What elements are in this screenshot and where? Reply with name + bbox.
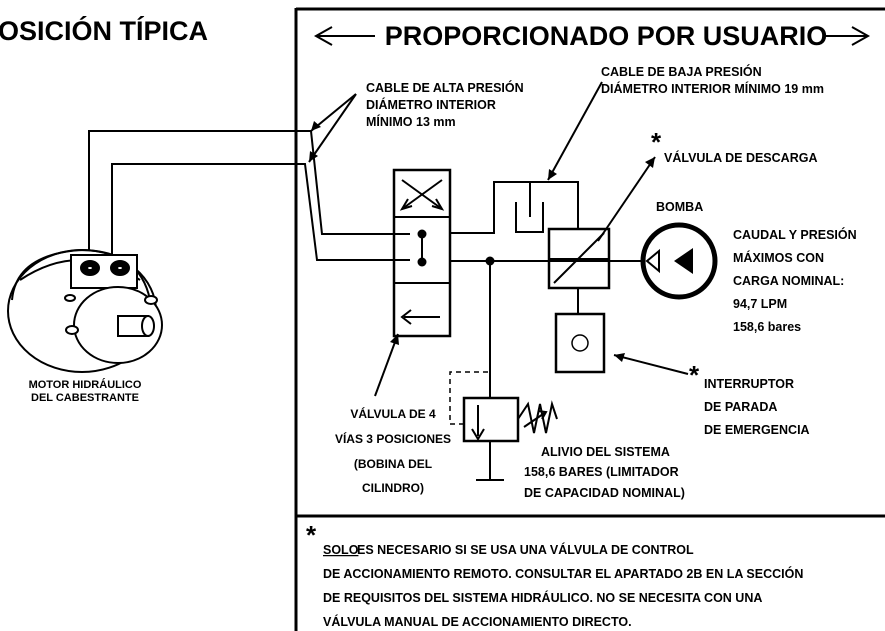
- svg-text:DEL CABESTRANTE: DEL CABESTRANTE: [31, 392, 139, 404]
- footnote-line-3: DE REQUISITOS DEL SISTEMA HIDRÁULICO. NO…: [323, 590, 762, 605]
- svg-text:MOTOR HIDRÁULICO: MOTOR HIDRÁULICO: [29, 378, 142, 391]
- footnote-line-2: DE ACCIONAMIENTO REMOTO. CONSULTAR EL AP…: [323, 566, 803, 581]
- svg-text:*: *: [306, 520, 317, 550]
- svg-text:CABLE DE BAJA PRESIÓN: CABLE DE BAJA PRESIÓN: [601, 64, 762, 79]
- emergency-stop-switch: [554, 312, 606, 374]
- svg-text:(BOBINA DEL: (BOBINA DEL: [354, 457, 432, 471]
- tank-symbol: [515, 182, 544, 233]
- junction-dot: [485, 256, 495, 266]
- user-provided-frame: [294, 7, 885, 631]
- header-label: PROPORCIONADO POR USUARIO: [385, 21, 828, 51]
- svg-text:MÁXIMOS CON: MÁXIMOS CON: [733, 250, 824, 265]
- svg-text:VÁLVULA DE 4: VÁLVULA DE 4: [350, 406, 436, 421]
- svg-text:CABLE DE ALTA PRESIÓN: CABLE DE ALTA PRESIÓN: [366, 80, 524, 95]
- relief-valve-symbol: [547, 227, 611, 290]
- motor-label: MOTOR HIDRÁULICO DEL CABESTRANTE: [29, 378, 142, 404]
- system-relief-valve: [449, 371, 558, 443]
- svg-text:DE CAPACIDAD NOMINAL): DE CAPACIDAD NOMINAL): [524, 486, 685, 500]
- pump-symbol: [640, 222, 718, 300]
- leader-arrows: [308, 81, 689, 397]
- hydraulic-motor-drawing: [7, 248, 163, 373]
- estop-asterisk: *: [689, 360, 700, 390]
- svg-text:VÍAS 3 POSICIONES: VÍAS 3 POSICIONES: [335, 431, 451, 446]
- svg-text:DE PARADA: DE PARADA: [704, 400, 777, 414]
- system-relief-label: ALIVIO DEL SISTEMA 158,6 BARES (LIMITADO…: [524, 445, 685, 500]
- high-pressure-hose-label: CABLE DE ALTA PRESIÓN DIÁMETRO INTERIOR …: [366, 80, 524, 129]
- motor-hoses: [88, 130, 410, 262]
- svg-text:CAUDAL Y PRESIÓN: CAUDAL Y PRESIÓN: [733, 227, 857, 242]
- footnote: * SOLO ES NECESARIO SI SE USA UNA VÁLVUL…: [306, 520, 803, 629]
- svg-text:94,7 LPM: 94,7 LPM: [733, 297, 787, 311]
- svg-text:DE EMERGENCIA: DE EMERGENCIA: [704, 423, 810, 437]
- footnote-underlined: SOLO: [323, 543, 359, 557]
- svg-text:158,6 bares: 158,6 bares: [733, 320, 801, 334]
- svg-text:158,6 BARES (LIMITADOR: 158,6 BARES (LIMITADOR: [524, 465, 679, 479]
- svg-text:CILINDRO): CILINDRO): [362, 481, 424, 495]
- low-pressure-hose-label: CABLE DE BAJA PRESIÓN DIÁMETRO INTERIOR …: [601, 64, 824, 96]
- svg-text:ALIVIO DEL SISTEMA: ALIVIO DEL SISTEMA: [541, 445, 670, 459]
- four-way-valve-label: VÁLVULA DE 4 VÍAS 3 POSICIONES (BOBINA D…: [335, 406, 451, 495]
- header-double-arrow: [313, 26, 871, 46]
- footnote-line-1: ES NECESARIO SI SE USA UNA VÁLVULA DE CO…: [357, 542, 694, 557]
- estop-label: INTERRUPTOR DE PARADA DE EMERGENCIA: [704, 377, 810, 437]
- svg-text:CARGA NOMINAL:: CARGA NOMINAL:: [733, 274, 844, 288]
- footnote-line-4: VÁLVULA MANUAL DE ACCIONAMIENTO DIRECTO.: [323, 614, 632, 629]
- svg-text:DIÁMETRO INTERIOR: DIÁMETRO INTERIOR: [366, 97, 496, 112]
- svg-text:MÍNIMO 13 mm: MÍNIMO 13 mm: [366, 114, 456, 129]
- svg-text:INTERRUPTOR: INTERRUPTOR: [704, 377, 794, 391]
- four-way-valve: [392, 168, 452, 338]
- svg-text:DIÁMETRO INTERIOR MÍNIMO 19 mm: DIÁMETRO INTERIOR MÍNIMO 19 mm: [601, 81, 824, 96]
- relief-valve-asterisk: *: [651, 127, 662, 157]
- relief-valve-label: VÁLVULA DE DESCARGA: [664, 150, 817, 165]
- page-title: OSICIÓN TÍPICA: [0, 15, 208, 46]
- pump-specs-label: CAUDAL Y PRESIÓN MÁXIMOS CON CARGA NOMIN…: [733, 227, 857, 334]
- pump-label: BOMBA: [656, 200, 703, 214]
